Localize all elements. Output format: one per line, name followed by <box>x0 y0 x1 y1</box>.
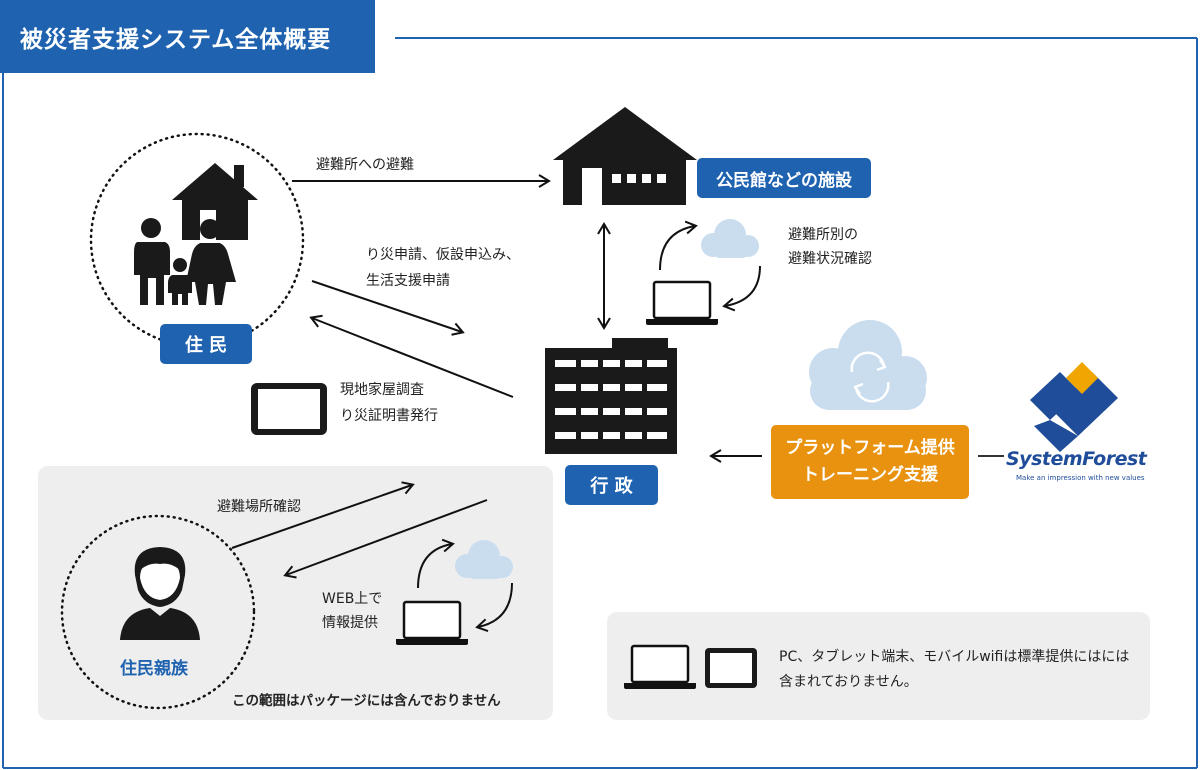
page-title: 被災者支援システム全体概要 <box>20 27 332 53</box>
family-people-icon <box>134 218 236 305</box>
web-cloud-icon <box>455 540 513 579</box>
survey-text-line1: 現地家屋調査 <box>340 382 424 398</box>
platform-label: プラットフォーム提供 トレーニング支援 <box>771 425 969 499</box>
note-line1: PC、タブレット端末、モバイルwifiは標準提供にはには <box>779 649 1130 665</box>
systemforest-logo-tagline: Make an impression with new values <box>1016 474 1145 482</box>
web-sync-arrow-up <box>417 538 455 589</box>
relatives-circle <box>60 514 256 710</box>
apply-arrow <box>311 280 465 336</box>
web-text-line1: WEB上で <box>322 591 383 607</box>
shelter-status-line2: 避難状況確認 <box>788 251 872 267</box>
note-line2: 含まれておりません。 <box>779 674 918 690</box>
note-laptop-icon <box>622 644 698 691</box>
evacuation-text: 避難所への避難 <box>316 157 414 173</box>
relatives-label: 住民親族 <box>120 659 188 679</box>
apply-text-line2: 生活支援申請 <box>366 273 450 289</box>
web-text-line2: 情報提供 <box>322 615 378 631</box>
survey-text-line2: り災証明書発行 <box>340 408 438 424</box>
tablet-icon <box>251 383 327 435</box>
government-label: 行 政 <box>565 465 658 505</box>
person-hair <box>138 552 182 572</box>
platform-cloud-icon <box>809 320 927 410</box>
location-confirm-text: 避難場所確認 <box>217 499 301 515</box>
web-laptop-icon <box>394 600 470 647</box>
location-confirm-arrow <box>231 481 415 549</box>
facility-label: 公民館などの施設 <box>697 158 871 198</box>
platform-label-line2: トレーニング支援 <box>802 465 938 485</box>
shelter-status-line1: 避難所別の <box>788 227 858 243</box>
out-of-scope-text: この範囲はパッケージには含んでおりません <box>232 693 501 709</box>
resident-label: 住 民 <box>160 324 252 364</box>
apply-text-line1: り災申請、仮設申込み、 <box>366 247 520 263</box>
info-provision-arrow <box>283 499 488 579</box>
resident-circle <box>89 132 305 348</box>
web-sync-arrow-down <box>475 582 513 633</box>
title-banner: 被災者支援システム全体概要 <box>0 0 375 73</box>
shelter-sync-arrow-down <box>722 265 761 312</box>
systemforest-logo-mark <box>1030 362 1118 452</box>
shelter-sync-arrow-up <box>659 220 698 271</box>
person-face <box>140 560 180 600</box>
systemforest-logo-name: SystemForest <box>1006 448 1147 470</box>
sync-icon <box>850 351 890 403</box>
survey-arrow <box>309 314 514 398</box>
community-hall-icon <box>553 107 697 205</box>
government-building-icon <box>545 338 677 454</box>
shelter-laptop-icon <box>644 280 720 327</box>
note-tablet-icon <box>705 648 757 688</box>
note-panel <box>607 612 1150 720</box>
platform-label-line1: プラットフォーム提供 <box>785 438 955 458</box>
shelter-cloud-icon <box>701 219 759 258</box>
